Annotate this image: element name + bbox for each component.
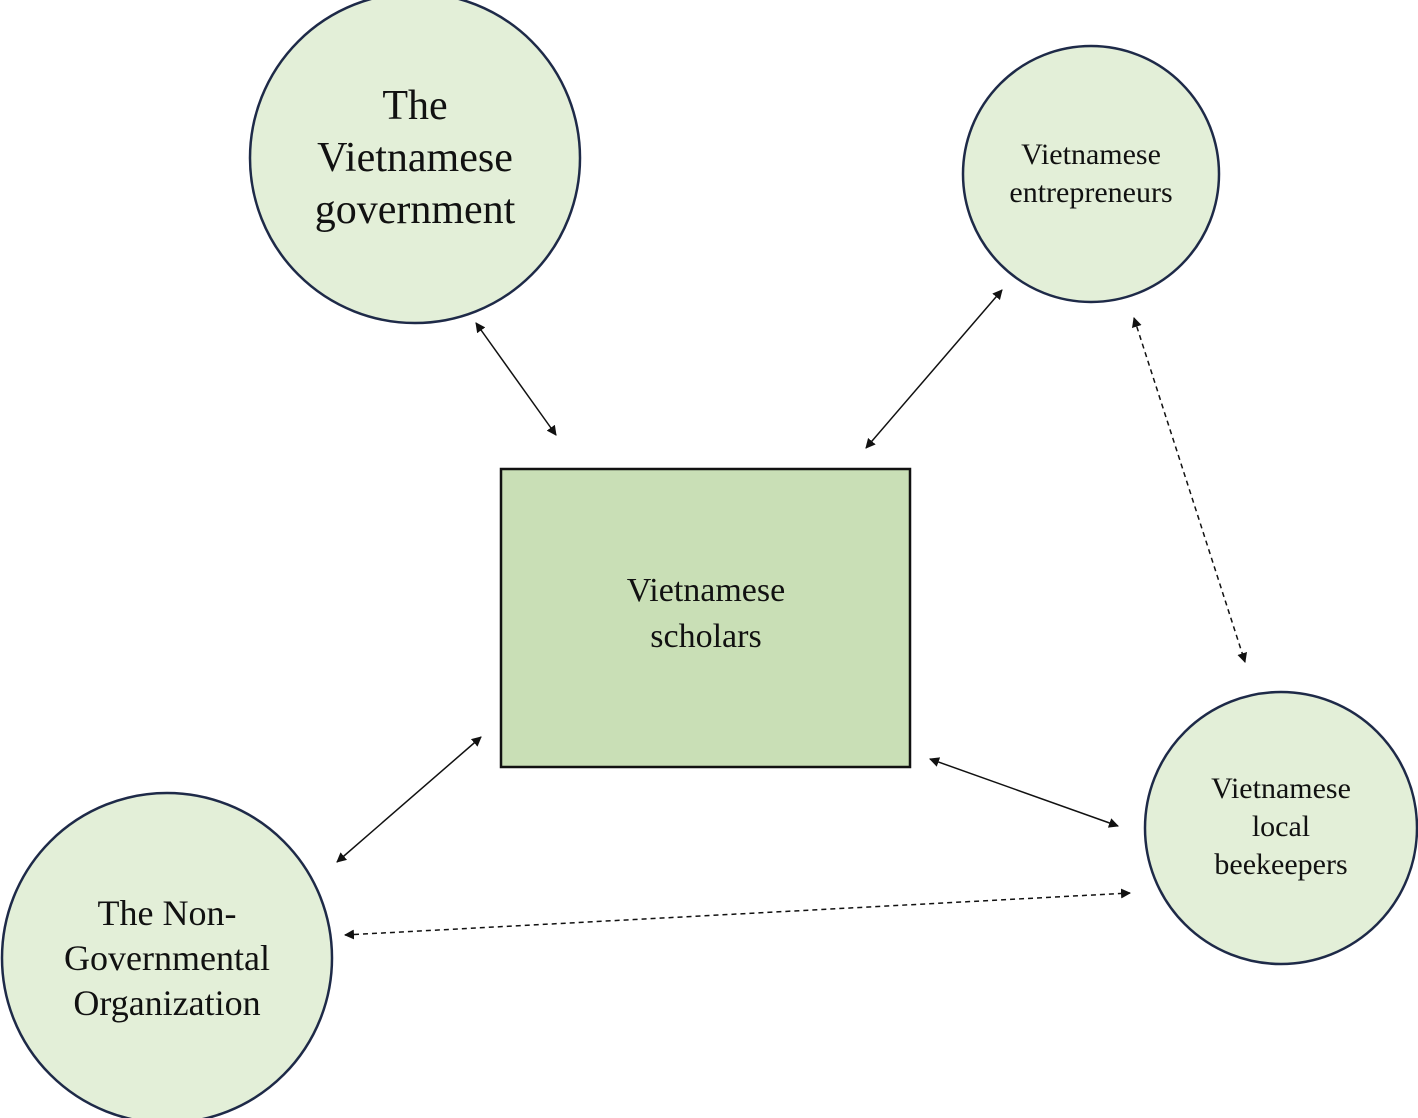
node-scholars-shape [499, 467, 912, 769]
edge-scholars-beekeepers [929, 757, 1119, 828]
node-beekeepers-label: Vietnamese local beekeepers [1145, 690, 1417, 964]
edge-entrepreneurs-scholars [865, 289, 1003, 449]
node-government-shape [248, 0, 582, 325]
edge-ngo-scholars [336, 736, 482, 863]
node-ngo-line-3: Organization [73, 982, 261, 1023]
node-government-line-3: government [314, 187, 516, 233]
node-entrepreneurs-line-1: Vietnamese [1021, 138, 1161, 171]
node-scholars-label: Vietnamese scholars [501, 469, 911, 767]
node-ngo-label: The Non- Governmental Organization [0, 800, 334, 1116]
edge-entrepreneurs-beekeepers [1132, 317, 1247, 663]
node-government-label: The Vietnamese government [250, 0, 580, 316]
node-ngo-line-2: Governmental [64, 937, 270, 978]
node-entrepreneurs-label: Vietnamese entrepreneurs [962, 48, 1220, 300]
node-entrepreneurs-line-2: entrepreneurs [1009, 176, 1173, 209]
node-government-line-2: Vietnamese [317, 135, 513, 181]
node-scholars-line-1: Vietnamese [626, 572, 786, 609]
node-entrepreneurs-shape [961, 44, 1221, 304]
node-scholars-line-2: scholars [650, 618, 762, 655]
node-beekeepers-line-2: local [1251, 810, 1311, 843]
edge-government-scholars [475, 322, 557, 436]
edge-ngo-beekeepers [344, 888, 1131, 940]
node-government-line-1: The [382, 83, 448, 129]
node-beekeepers-line-3: beekeepers [1214, 848, 1348, 881]
node-ngo-shape [0, 791, 334, 1118]
node-ngo-line-1: The Non- [97, 892, 237, 933]
node-beekeepers-shape [1143, 690, 1418, 966]
node-beekeepers-line-1: Vietnamese [1211, 772, 1351, 805]
